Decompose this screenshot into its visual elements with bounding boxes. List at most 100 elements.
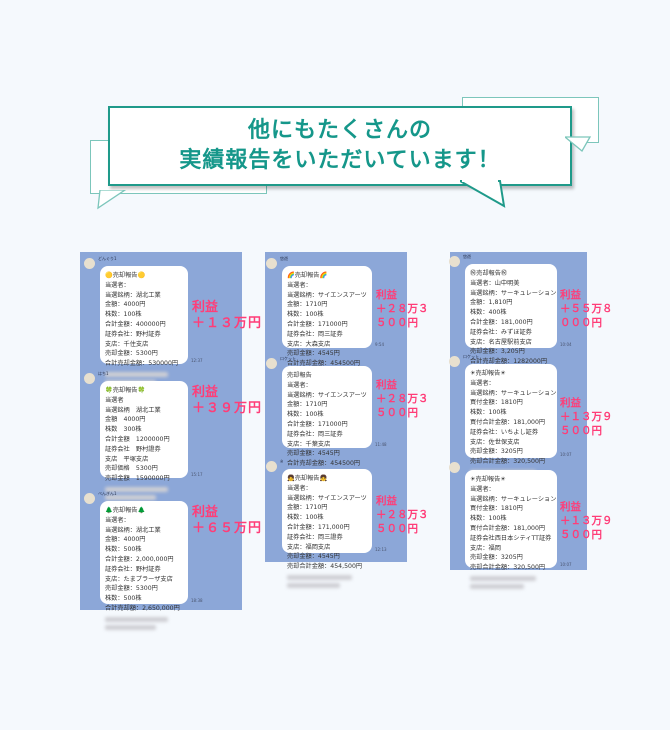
- blurred-personal-info: [105, 486, 169, 492]
- profit-label: 利益: [192, 505, 219, 520]
- sender-name: ぺんぎん1: [98, 491, 117, 496]
- report-line: 金額：1710円: [287, 504, 328, 512]
- report-line: 売却金額：4545円: [287, 450, 340, 458]
- blurred-personal-info: [105, 624, 157, 630]
- report-line: 合計売却金額：530000円: [105, 360, 179, 368]
- profit-label: 利益: [376, 289, 397, 301]
- report-line: 当選者：: [470, 485, 495, 493]
- report-line: 合計金額：171000円: [287, 320, 348, 328]
- user-avatar: [449, 256, 460, 267]
- user-avatar: [84, 493, 95, 504]
- report-line: 証券会社：岡三証券: [287, 430, 343, 438]
- report-title: ☀売却報告☀: [470, 370, 506, 377]
- report-line: 売却金額：5300円: [105, 350, 158, 358]
- report-line: 合計売却金額：454500円: [287, 460, 361, 468]
- report-line: 当選銘柄：サイエンスアーツ: [287, 291, 367, 299]
- report-line: 合計金額：171000円: [287, 420, 348, 428]
- message-time: 12:13: [375, 547, 387, 552]
- report-line: 合計金額：171,000円: [287, 523, 350, 531]
- report-line: 当選者: [105, 396, 124, 404]
- message-bubble: 🌈売却報告🌈当選者：当選銘柄：サイエンスアーツ金額：1710円株数：100株合計…: [282, 266, 372, 385]
- report-line: 当選者：: [287, 281, 312, 289]
- report-title: 🌲売却報告🌲: [105, 507, 146, 514]
- profit-label: 利益: [376, 495, 397, 507]
- chat-message: ※👧売却報告👧当選者：当選銘柄：サイエンスアーツ金額：1710円株数：100株合…: [266, 459, 387, 588]
- report-line: 支店：名古屋駅前支店: [470, 338, 532, 346]
- report-title: 👧売却報告👧: [287, 475, 328, 482]
- report-line: 当選銘柄：サーキュレーション: [470, 495, 557, 503]
- chat-message: 悠遊㊗売却報告㊗当選者：山中明美当選銘柄：サーキュレーション金額：1,810円株…: [449, 254, 572, 383]
- report-line: 株数：500株: [105, 546, 142, 554]
- report-line: 支店：佐世保支店: [470, 438, 520, 446]
- message-time: 12:37: [191, 358, 203, 363]
- profit-amount: ＋１３万円: [192, 316, 263, 331]
- profit-amount: ＋２８万３５００円: [376, 393, 429, 419]
- report-line: 当選銘柄：サイエンスアーツ: [287, 494, 367, 502]
- report-line: 当選者：: [287, 484, 312, 492]
- chat-message: ぺんぎん1🌲売却報告🌲当選者：当選銘柄：湖北工業金額：4000円株数：500株合…: [84, 491, 203, 630]
- speech-tail-left: [97, 190, 127, 210]
- report-line: 支店：千葉支店: [287, 440, 331, 448]
- profit-amount: ＋３９万円: [192, 401, 263, 416]
- message-time: 10:07: [560, 562, 572, 567]
- report-line: 合計金額：181,000円: [470, 318, 533, 326]
- report-title: 🟡売却報告🟡: [105, 272, 146, 279]
- user-avatar: [84, 258, 95, 269]
- profit-amount: ＋１３万９５００円: [560, 515, 613, 541]
- profit-amount: ＋２８万３５００円: [376, 509, 429, 535]
- blurred-personal-info: [470, 583, 524, 589]
- profit-annotation: 利益 ＋２８万３５００円: [376, 494, 436, 536]
- profit-label: 利益: [560, 501, 581, 513]
- profit-annotation: 利益＋６５万円: [192, 505, 262, 537]
- report-line: 支店 平塚支店: [105, 455, 149, 463]
- profit-label: 利益: [192, 385, 219, 400]
- report-line: 当選銘柄：サーキュレーション: [470, 389, 557, 397]
- profit-annotation: 利益 ＋１３万９５００円: [560, 500, 620, 542]
- message-time: 11:48: [375, 442, 387, 447]
- message-time: 18:38: [191, 598, 203, 603]
- report-title: ㊗売却報告㊗: [470, 270, 508, 277]
- report-line: 金額 4000円: [105, 416, 146, 424]
- report-line: 売却価格 5300円: [105, 465, 158, 473]
- message-bubble: 👧売却報告👧当選者：当選銘柄：サイエンスアーツ金額：1710円株数：100株合計…: [282, 469, 372, 588]
- report-line: 証券会社 野村證券: [105, 445, 161, 453]
- message-bubble: 売却報告当選者：当選銘柄：サイエンスアーツ金額：1710円株数：100株合計金額…: [282, 366, 372, 485]
- user-avatar: [449, 462, 460, 473]
- sender-name: どんぐり1: [98, 256, 117, 261]
- speech-tail-main: [460, 180, 506, 208]
- sender-name: 悠遊: [280, 256, 288, 261]
- report-line: 株数：500株: [105, 595, 142, 603]
- report-line: 売却金額：3,205円: [470, 348, 525, 356]
- message-time: 10:04: [560, 342, 572, 347]
- blurred-personal-info: [287, 574, 352, 580]
- profit-annotation: 利益＋１３万円: [192, 300, 262, 332]
- report-line: 金額：1710円: [287, 401, 328, 409]
- report-line: 株数 300株: [105, 426, 142, 434]
- report-line: 売却合計金額：454,500円: [287, 563, 363, 571]
- sender-name: ロケット: [280, 356, 296, 361]
- report-line: 証券会社：いちよし証券: [470, 428, 539, 436]
- report-line: 売却合計金額：320,500円: [470, 564, 546, 572]
- report-title: ☀売却報告☀: [470, 476, 506, 483]
- report-line: 買付金額：1810円: [470, 505, 523, 513]
- report-line: 株数：100株: [470, 515, 507, 523]
- profit-amount: ＋５５万８０００円: [560, 303, 613, 329]
- report-line: 証券会社：岡三證券: [287, 533, 343, 541]
- message-time: 10:07: [560, 452, 572, 457]
- message-bubble: ㊗売却報告㊗当選者：山中明美当選銘柄：サーキュレーション金額：1,810円株数：…: [465, 264, 557, 383]
- report-line: 買付金額：1810円: [470, 399, 523, 407]
- user-avatar: [84, 373, 95, 384]
- report-line: 証券会社西日本シティTT証券: [470, 534, 552, 542]
- report-line: 合計金額：2,000,000円: [105, 555, 174, 563]
- report-line: 支店：福岡支店: [287, 543, 331, 551]
- sender-name: ロケット: [463, 354, 479, 359]
- user-avatar: [266, 358, 277, 369]
- headline-line-1: 他にもたくさんの: [247, 118, 432, 143]
- blurred-personal-info: [105, 616, 169, 622]
- report-line: 売却金額：3205円: [470, 448, 523, 456]
- report-line: 支店：大森支店: [287, 340, 331, 348]
- report-line: 売却合計金額：320,500円: [470, 458, 546, 466]
- chat-message: どんぐり1🟡売却報告🟡当選者：当選銘柄：湖北工業金額：4000円株数：100株合…: [84, 256, 203, 385]
- message-bubble: 🍀売却報告🍀当選者当選銘柄 湖北工業金額 4000円株数 300株合計金額 12…: [100, 381, 188, 500]
- profit-amount: ＋６５万円: [192, 521, 263, 536]
